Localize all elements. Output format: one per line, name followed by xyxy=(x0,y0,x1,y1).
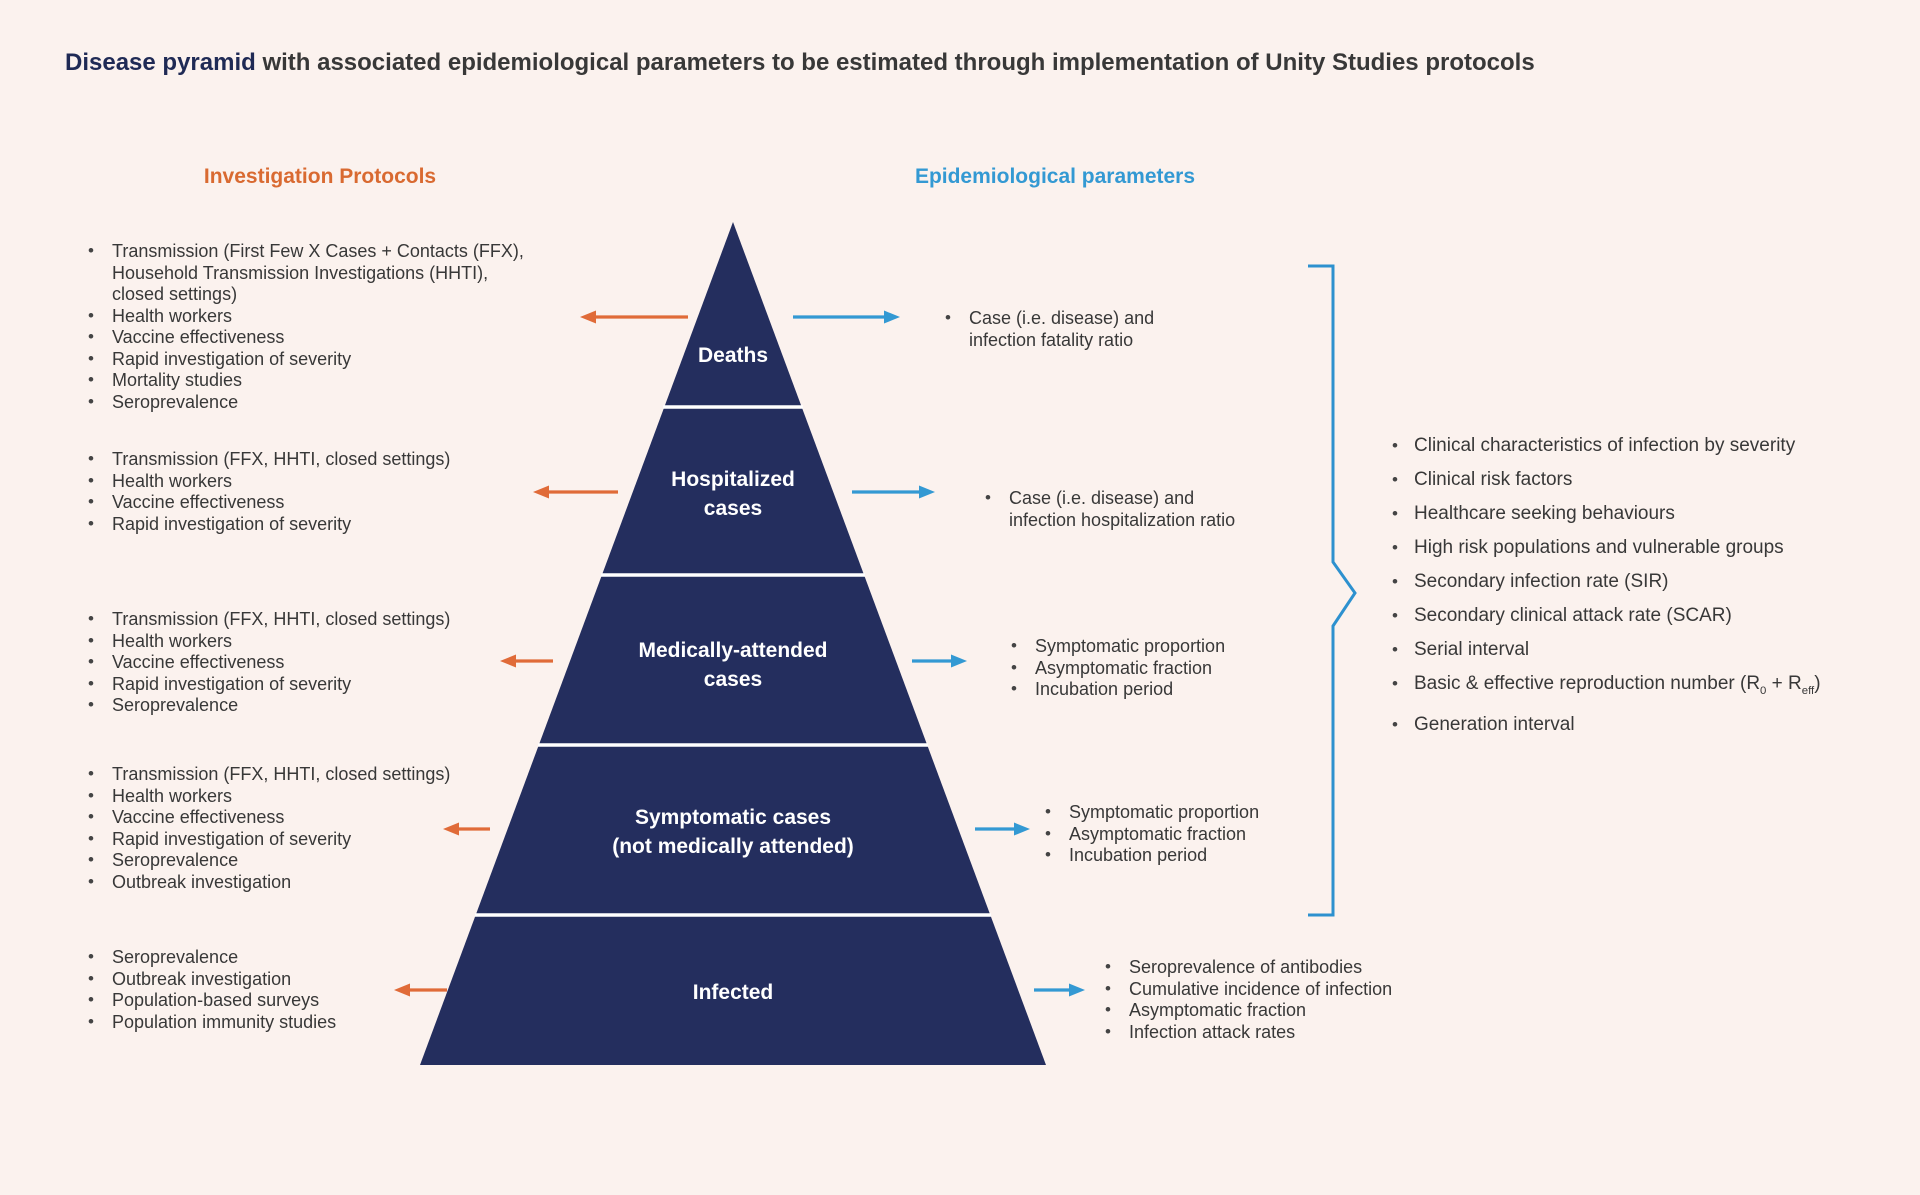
list-item: Symptomatic proportion xyxy=(1008,635,1408,658)
investigation-protocols-list-infected: SeroprevalenceOutbreak investigationPopu… xyxy=(85,946,565,1034)
list-item: Incubation period xyxy=(1042,844,1442,867)
pyramid-level-label-symptomatic: Symptomatic cases(not medically attended… xyxy=(612,806,854,858)
list-item: Transmission (FFX, HHTI, closed settings… xyxy=(85,763,565,786)
pyramid-level-label-deaths: Deaths xyxy=(697,344,769,367)
list-item: Seroprevalence xyxy=(85,694,565,717)
investigation-arrow-deaths xyxy=(580,310,688,324)
list-item: Rapid investigation of severity xyxy=(85,348,565,371)
list-item: Seroprevalence of antibodies xyxy=(1102,956,1522,979)
list-item: Rapid investigation of severity xyxy=(85,828,565,851)
list-item: Outbreak investigation xyxy=(85,968,565,991)
list-item: Transmission (FFX, HHTI, closed settings… xyxy=(85,448,565,471)
list-item: Healthcare seeking behaviours xyxy=(1389,497,1894,531)
list-item: Seroprevalence xyxy=(85,391,565,414)
list-item: Serial interval xyxy=(1389,633,1894,667)
list-item: Basic & effective reproduction number (R… xyxy=(1389,667,1894,708)
list-item: Vaccine effectiveness xyxy=(85,491,565,514)
page-title: Disease pyramid with associated epidemio… xyxy=(65,48,1665,78)
investigation-protocols-list-medically-attended: Transmission (FFX, HHTI, closed settings… xyxy=(85,608,565,717)
investigation-protocols-header: Investigation Protocols xyxy=(203,165,437,188)
list-item: Cumulative incidence of infection xyxy=(1102,978,1522,1001)
list-item-run: + R xyxy=(1766,673,1802,694)
parameter-arrow-symptomatic xyxy=(975,822,1030,836)
list-item: Asymptomatic fraction xyxy=(1102,999,1522,1022)
list-item: Health workers xyxy=(85,470,565,493)
list-item: Population immunity studies xyxy=(85,1011,565,1034)
list-item-run: eff xyxy=(1801,684,1815,697)
list-item-run: Basic & effective reproduction number (R xyxy=(1414,673,1761,694)
list-item: Clinical risk factors xyxy=(1389,463,1894,497)
parameters-list-symptomatic: Symptomatic proportionAsymptomatic fract… xyxy=(1042,801,1442,867)
list-item: Infection attack rates xyxy=(1102,1021,1522,1044)
list-item: Asymptomatic fraction xyxy=(1042,823,1442,846)
list-item: Seroprevalence xyxy=(85,849,565,872)
list-item: Generation interval xyxy=(1389,708,1894,742)
list-item: Seroprevalence xyxy=(85,946,565,969)
list-item: Rapid investigation of severity xyxy=(85,513,565,536)
summary-parameters-list: Clinical characteristics of infection by… xyxy=(1389,429,1894,742)
list-item: Mortality studies xyxy=(85,369,565,392)
list-item: Vaccine effectiveness xyxy=(85,651,565,674)
list-item: Vaccine effectiveness xyxy=(85,326,565,349)
list-item: Outbreak investigation xyxy=(85,871,565,894)
list-item: Health workers xyxy=(85,630,565,653)
investigation-protocols-list-deaths: Transmission (First Few X Cases + Contac… xyxy=(85,240,565,414)
list-item: Secondary clinical attack rate (SCAR) xyxy=(1389,599,1894,633)
list-item: Symptomatic proportion xyxy=(1042,801,1442,824)
investigation-protocols-list-symptomatic: Transmission (FFX, HHTI, closed settings… xyxy=(85,763,565,894)
investigation-protocols-list-hospitalized: Transmission (FFX, HHTI, closed settings… xyxy=(85,448,565,536)
parameter-arrow-deaths xyxy=(793,310,900,324)
list-item: Health workers xyxy=(85,305,565,328)
list-item: High risk populations and vulnerable gro… xyxy=(1389,531,1894,565)
list-item: Population-based surveys xyxy=(85,989,565,1012)
parameters-list-infected: Seroprevalence of antibodiesCumulative i… xyxy=(1102,956,1522,1044)
page-title-rest: with associated epidemiological paramete… xyxy=(255,49,1535,76)
list-item: Vaccine effectiveness xyxy=(85,806,565,829)
list-item: Incubation period xyxy=(1008,678,1408,701)
list-item: Clinical characteristics of infection by… xyxy=(1389,429,1894,463)
list-item: Asymptomatic fraction xyxy=(1008,657,1408,680)
list-item: Transmission (FFX, HHTI, closed settings… xyxy=(85,608,565,631)
list-item: Transmission (First Few X Cases + Contac… xyxy=(85,240,565,306)
pyramid-level-label-infected: Infected xyxy=(692,981,774,1004)
page-title-highlight: Disease pyramid xyxy=(65,49,256,76)
list-item: Health workers xyxy=(85,785,565,808)
epidemiological-parameters-header: Epidemiological parameters xyxy=(914,165,1196,188)
list-item-run: ) xyxy=(1814,673,1821,694)
parameters-list-medically-attended: Symptomatic proportionAsymptomatic fract… xyxy=(1008,635,1408,701)
parameter-arrow-infected xyxy=(1034,983,1085,997)
list-item: Rapid investigation of severity xyxy=(85,673,565,696)
list-item: Secondary infection rate (SIR) xyxy=(1389,565,1894,599)
list-item-run: 0 xyxy=(1760,684,1767,697)
